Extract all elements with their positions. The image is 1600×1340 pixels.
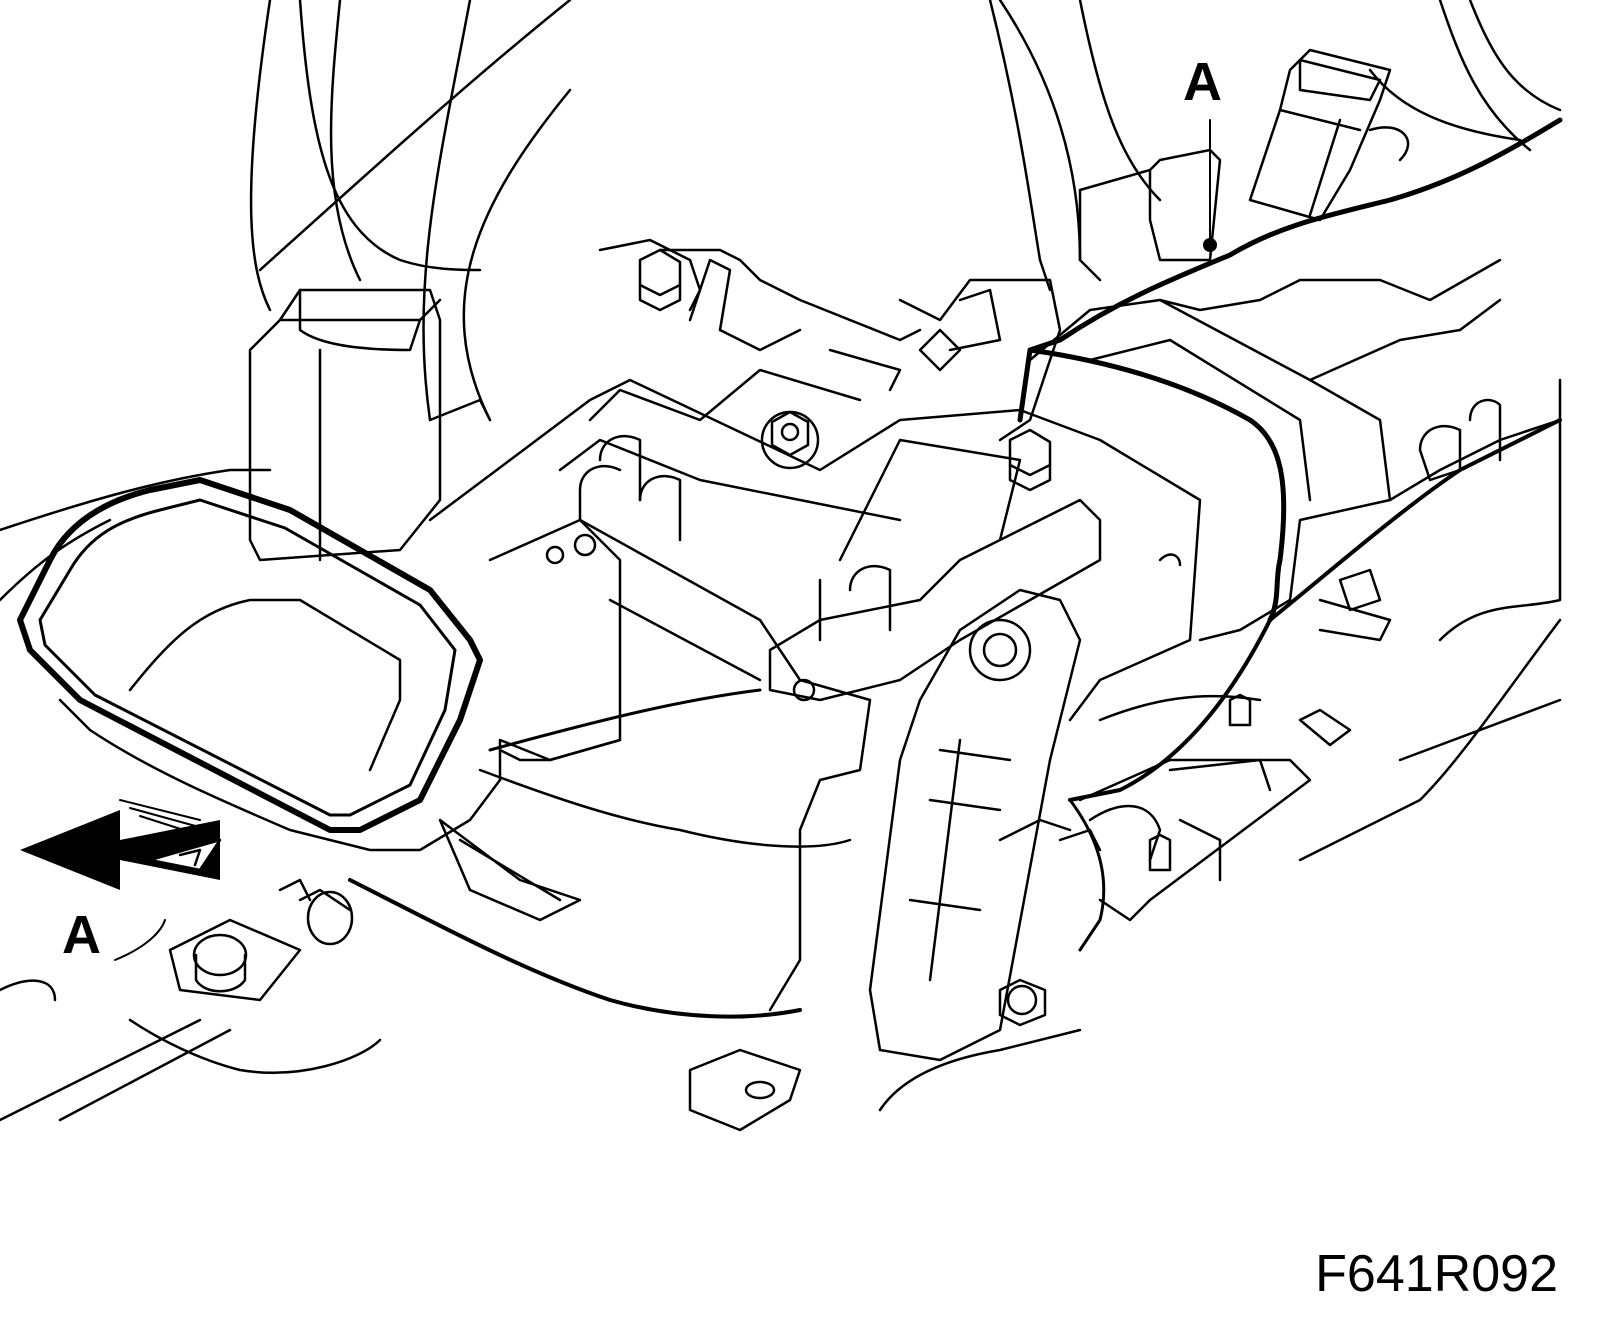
figure-code: F641R092	[1315, 1245, 1558, 1303]
air-duct-outlet	[17, 477, 852, 1019]
mounting-bolt-center	[760, 410, 820, 470]
lower-tab	[688, 1048, 802, 1132]
mounting-bolt-lower-mid	[278, 878, 354, 946]
cross-member	[545, 434, 1102, 702]
selector-base	[1028, 258, 1562, 747]
pivot-arm	[868, 588, 1082, 1062]
callout-label-a-left: A	[62, 905, 101, 965]
callout-leader-left	[114, 919, 166, 961]
mounting-bolt-lower-right	[998, 978, 1047, 1027]
cable-harness	[1017, 117, 1563, 952]
callout-label-a-top: A	[1183, 52, 1222, 112]
mounting-bolt-far-right	[1148, 693, 1252, 872]
mounting-bolt-lower-left	[168, 918, 302, 1002]
thick-arrow-left-icon	[20, 799, 222, 890]
seat-belt-buckle-right	[1248, 48, 1410, 222]
console-frame	[428, 148, 1222, 1012]
leader-dot-icon	[1203, 238, 1217, 252]
mounting-bolt-right	[1008, 428, 1052, 492]
callout-leader-top	[1203, 119, 1217, 252]
seat-belt-buckle-left	[248, 288, 492, 562]
mounting-bolt-upper-left	[638, 248, 682, 312]
